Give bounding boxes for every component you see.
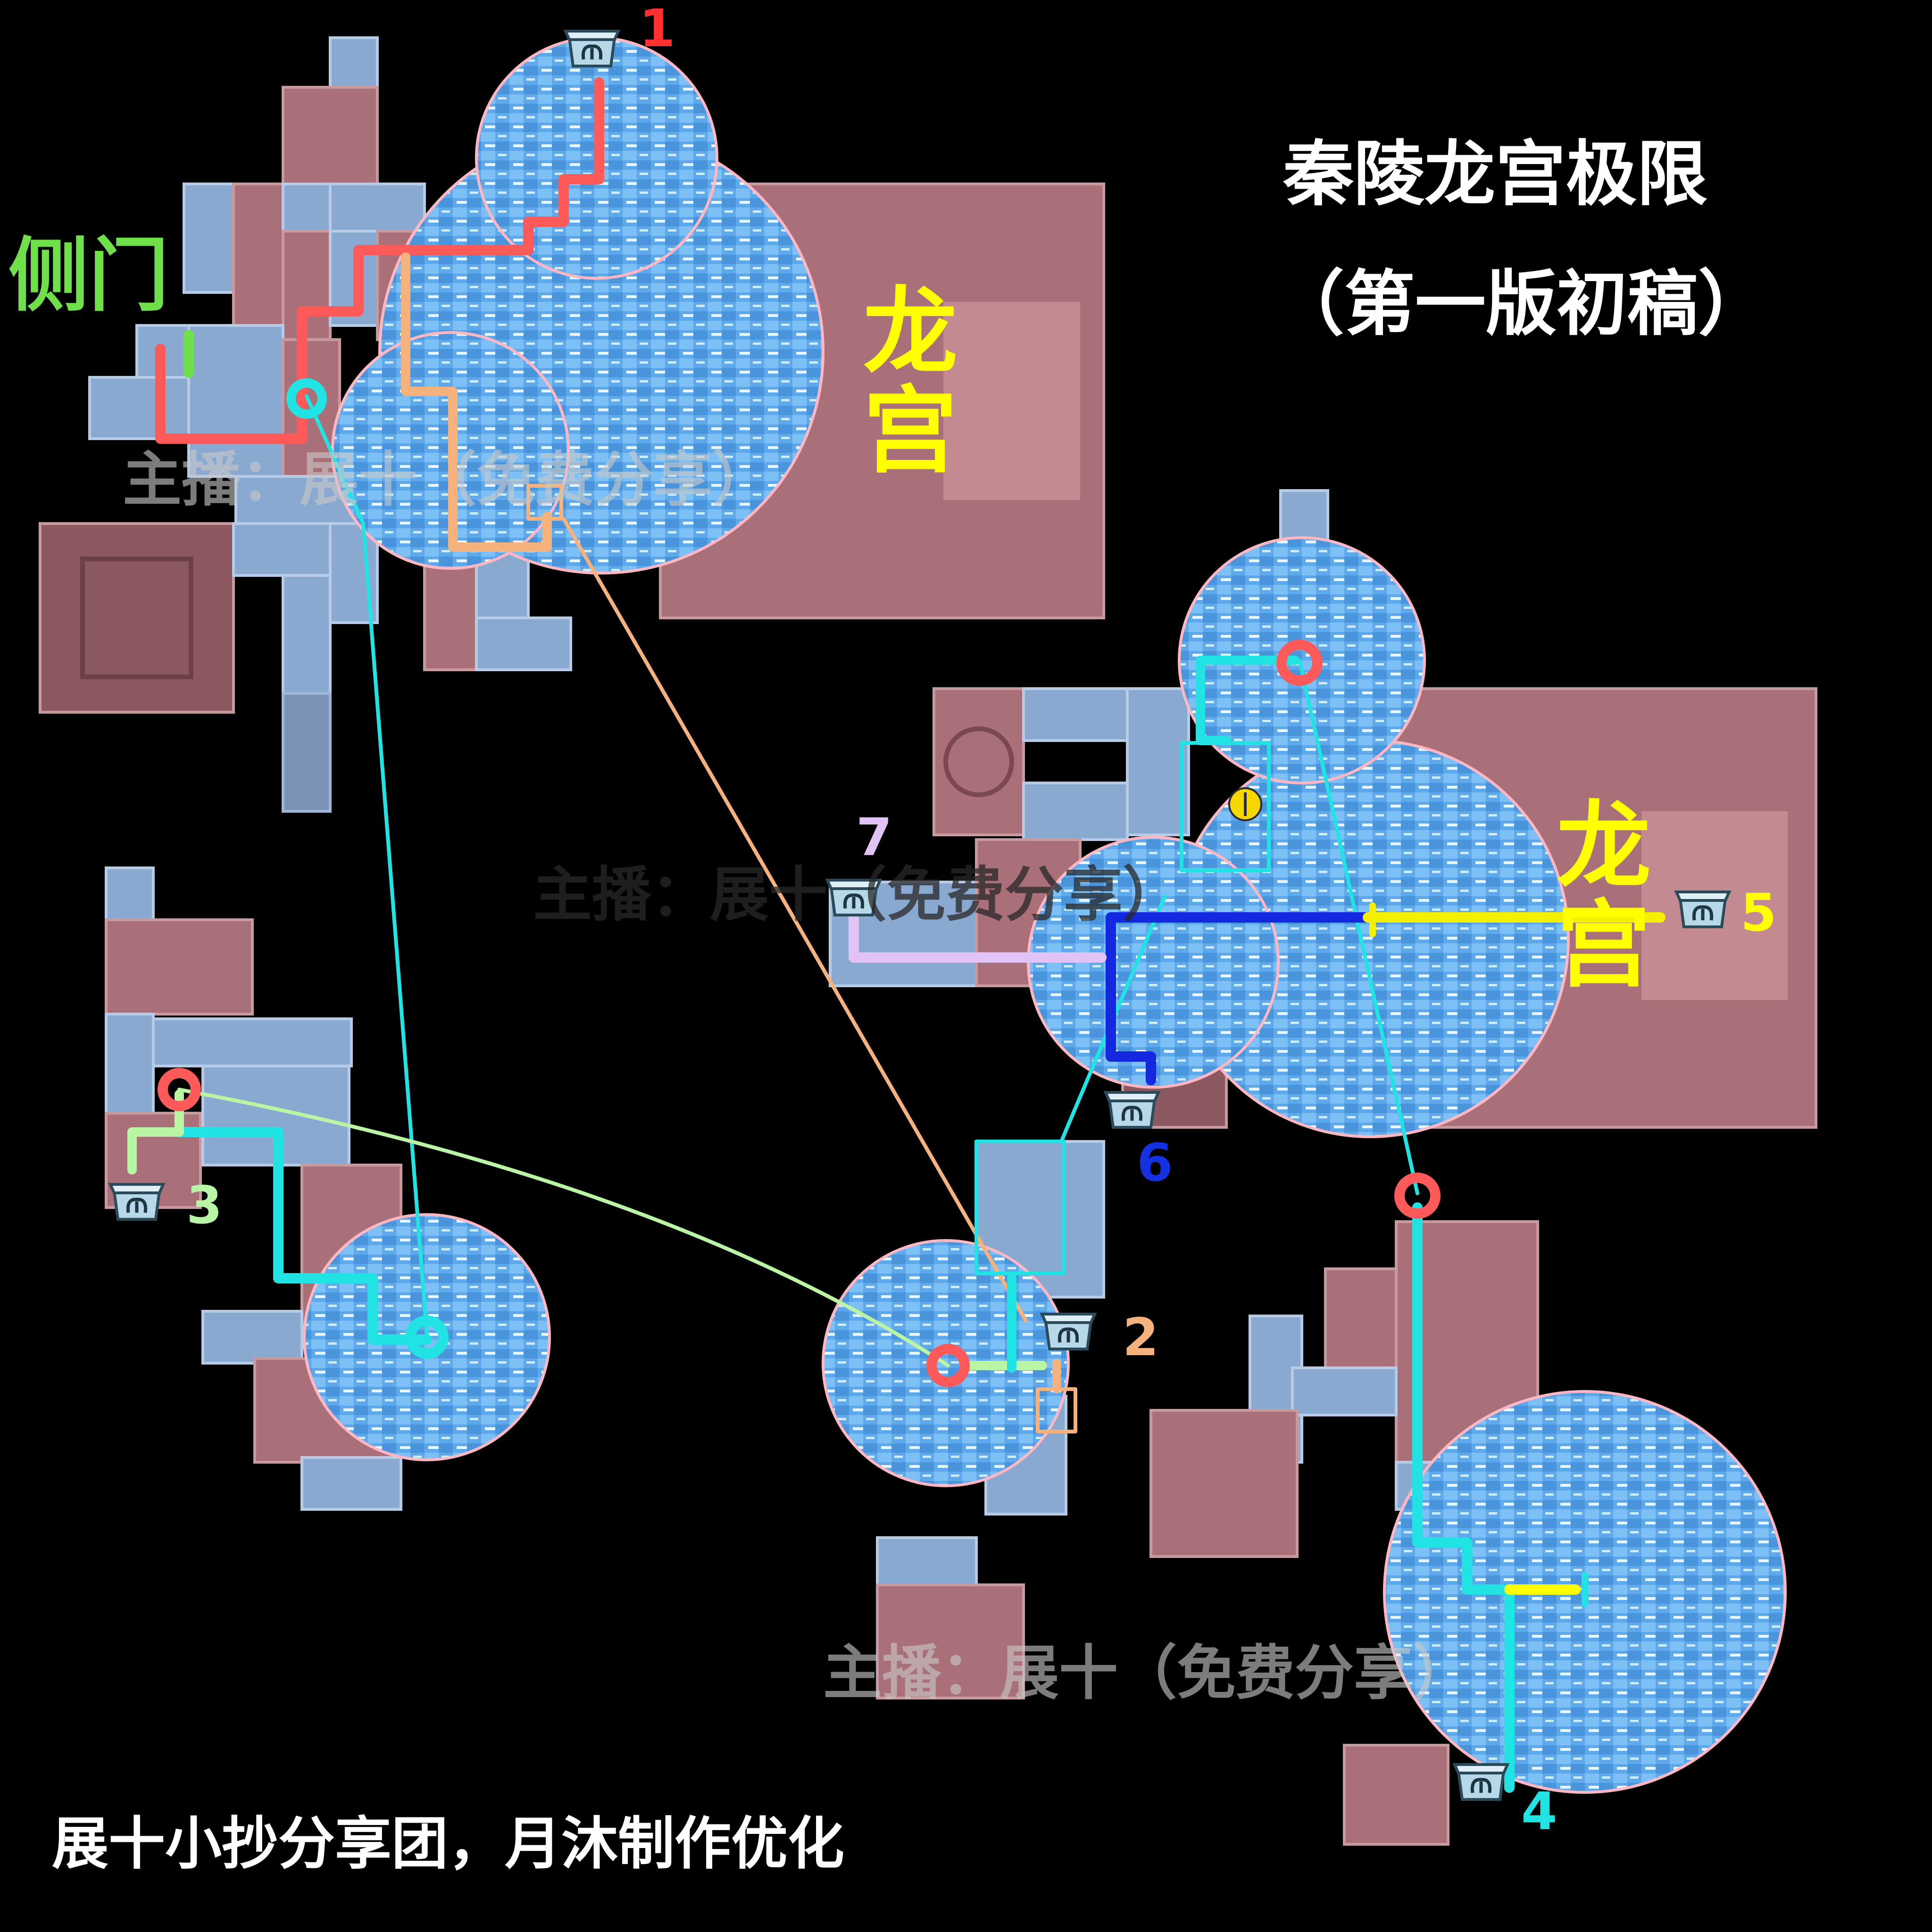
bottom-middle-complex bbox=[822, 1140, 1105, 1699]
chest-number-3: 3 bbox=[186, 1175, 223, 1235]
palace-label-right: 龙宫 bbox=[1557, 791, 1651, 1000]
right-middle-complex bbox=[829, 489, 1817, 1138]
key-marker-icon bbox=[1228, 787, 1262, 821]
watermark-top: 主播：展十（免费分享） bbox=[123, 446, 771, 514]
palace-label-top: 龙宫 bbox=[863, 277, 958, 486]
bottom-right-complex bbox=[1149, 1220, 1787, 1846]
route-orange bbox=[401, 252, 552, 552]
credit-text: 展十小抄分享团，月沐制作优化 bbox=[52, 1811, 844, 1877]
map-title: 秦陵龙宫极限 bbox=[1283, 133, 1708, 216]
watermark-bottom: 主播：展十（免费分享） bbox=[823, 1639, 1472, 1707]
chest-number-2: 2 bbox=[1123, 1307, 1159, 1367]
waypoint-ring-icon bbox=[158, 378, 1441, 1387]
route-red bbox=[155, 77, 604, 444]
route-cyan-bottom-left bbox=[174, 1127, 432, 1345]
watermark-middle: 主播：展十（免费分享） bbox=[533, 861, 1182, 929]
chest-number-4: 4 bbox=[1521, 1781, 1557, 1841]
route-cyan-left bbox=[305, 394, 429, 1337]
top-left-complex bbox=[39, 36, 1105, 813]
chest-number-6: 6 bbox=[1137, 1133, 1173, 1193]
map-subtitle: （第一版初稿） bbox=[1274, 263, 1769, 345]
route-green-long bbox=[177, 1088, 950, 1367]
route-cyan-right bbox=[1412, 1202, 1515, 1793]
chest-number-7: 7 bbox=[856, 807, 892, 867]
chest-number-5: 5 bbox=[1740, 883, 1777, 943]
chest-number-1: 1 bbox=[639, 0, 675, 58]
route-cyan-upper bbox=[1196, 656, 1299, 745]
bottom-left-complex bbox=[105, 866, 551, 1511]
route-cyan-diagonal bbox=[1298, 658, 1419, 1195]
route-green bbox=[127, 1090, 184, 1174]
route-orange-long bbox=[562, 517, 1028, 1323]
route-blue bbox=[1106, 912, 1373, 1085]
route-purple bbox=[849, 891, 1107, 963]
side-door-label: 侧门 bbox=[8, 229, 169, 323]
